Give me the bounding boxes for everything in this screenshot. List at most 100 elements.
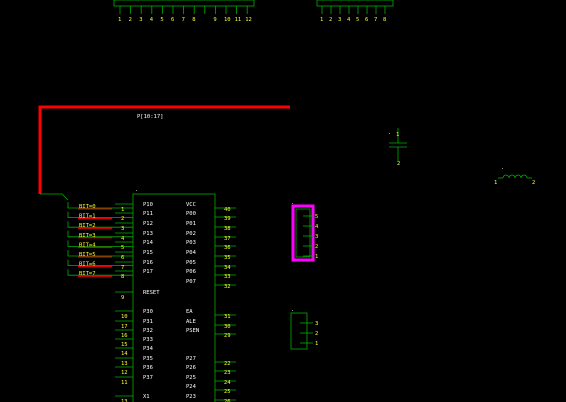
mcu-pin-name: P04 <box>186 250 197 256</box>
mcu-pin1-marker: . <box>135 187 138 193</box>
header3-pin: 3 <box>315 321 318 327</box>
top-left-connector-pin: 6 <box>171 17 174 23</box>
mcu-pin-name: ALE <box>186 319 196 325</box>
mcu-pin-number: 2 <box>121 216 124 222</box>
mcu-pin-name: P07 <box>186 279 196 285</box>
mcu-pin-name: P26 <box>186 365 196 371</box>
bus-entry[interactable] <box>67 211 133 219</box>
mcu-pin-name: P24 <box>186 384 197 390</box>
net-label[interactable]: BIT=0 <box>79 204 96 210</box>
mcu-pin-name: P05 <box>186 260 196 266</box>
svg-text:.: . <box>291 307 294 313</box>
mcu-pin-number: 22 <box>224 361 231 367</box>
mcu-pin-number: 37 <box>224 236 231 242</box>
mcu-pin-number: 9 <box>121 295 124 301</box>
top-left-connector-pin: 12 <box>245 17 252 23</box>
mcu-pin-number: 6 <box>121 255 124 261</box>
net-label[interactable]: BIT=3 <box>79 233 96 239</box>
top-left-connector-pin: 5 <box>160 17 163 23</box>
mcu-8051[interactable]: . P101P112P123P134P145P156P167P178RESET9… <box>115 187 236 402</box>
mcu-pin-name: P30 <box>143 309 153 315</box>
mcu-pin-number: 34 <box>224 265 231 271</box>
mcu-pin-name: PSEN <box>186 328 199 334</box>
mcu-pin-name: P31 <box>143 319 153 325</box>
mcu-pin-name: EA <box>186 309 193 315</box>
inductor-pin-2: 2 <box>532 180 535 186</box>
top-left-connector-pin: 7 <box>182 17 185 23</box>
top-left-connector-pin: 3 <box>139 17 142 23</box>
top-right-connector-pin: 5 <box>356 17 359 23</box>
mcu-pin-name: P37 <box>143 375 153 381</box>
mcu-pin-number: 15 <box>121 342 128 348</box>
bus-entry[interactable] <box>67 221 133 228</box>
net-label[interactable]: BIT=6 <box>79 262 96 268</box>
mcu-pin-name: P17 <box>143 269 153 275</box>
mcu-pin-name: P14 <box>143 240 154 246</box>
net-label[interactable]: BIT=5 <box>79 252 96 258</box>
mcu-pin-number: 33 <box>224 274 231 280</box>
mcu-pin-number: 13 <box>121 399 128 402</box>
mcu-pin-name: P03 <box>186 240 196 246</box>
mcu-pin-number: 25 <box>224 389 231 395</box>
mcu-pin-name: P02 <box>186 231 196 237</box>
bus-entry[interactable] <box>67 259 133 267</box>
bus-entry[interactable] <box>67 240 133 247</box>
mcu-pin-number: 7 <box>121 265 124 271</box>
mcu-pin-name: P16 <box>143 260 153 266</box>
bus-entry[interactable] <box>67 250 133 257</box>
top-right-connector-pin: 4 <box>347 17 351 23</box>
mcu-pin-number: 30 <box>224 324 231 330</box>
bus-label: P[10:17] <box>137 114 164 120</box>
mcu-pin-number: 4 <box>121 236 125 242</box>
capacitor[interactable]: 1 2 . <box>388 128 407 167</box>
mcu-pin-number: 8 <box>121 274 124 280</box>
header5-pin: 4 <box>315 224 319 230</box>
net-label[interactable]: BIT=7 <box>79 271 96 277</box>
bus-entry[interactable] <box>67 202 133 209</box>
mcu-pin-name: P10 <box>143 202 153 208</box>
top-right-connector-pin: 7 <box>374 17 377 23</box>
mcu-body[interactable] <box>132 193 216 402</box>
header3-pin: 2 <box>315 331 318 337</box>
svg-text:.: . <box>388 130 391 136</box>
data-bus[interactable]: P[10:17] <box>38 105 290 194</box>
mcu-pin-number: 35 <box>224 255 231 261</box>
mcu-pin-number: 11 <box>121 380 128 386</box>
mcu-pin-name: P34 <box>143 346 154 352</box>
top-left-connector-pin: 10 <box>224 17 231 23</box>
inductor[interactable]: 1 2 . <box>494 165 535 186</box>
header5-pin: 1 <box>315 254 318 260</box>
mcu-pin-name: P33 <box>143 337 153 343</box>
mcu-pin-name: P13 <box>143 231 153 237</box>
top-left-connector-pin: 1 <box>118 17 121 23</box>
header5-pin: 2 <box>315 244 318 250</box>
net-label[interactable]: BIT=1 <box>79 214 96 220</box>
mcu-pin-name: P06 <box>186 269 196 275</box>
mcu-pin-name: X1 <box>143 394 150 400</box>
header5-pin: 5 <box>315 214 318 220</box>
mcu-pin-name: P11 <box>143 211 153 217</box>
mcu-pin-number: 10 <box>121 314 128 320</box>
net-label[interactable]: BIT=4 <box>79 242 96 248</box>
bus-entry[interactable] <box>67 230 133 238</box>
mcu-pin-number: 31 <box>224 314 231 320</box>
top-right-connector-pin: 6 <box>365 17 368 23</box>
net-label[interactable]: BIT=2 <box>79 223 96 229</box>
bus-entry[interactable] <box>67 269 133 276</box>
mcu-pin-name: P36 <box>143 365 153 371</box>
header-3pin[interactable]: . 321 <box>290 307 318 350</box>
mcu-pin-number: 36 <box>224 245 231 251</box>
mcu-pin-number: 29 <box>224 333 231 339</box>
top-left-connector-pin: 11 <box>235 17 242 23</box>
mcu-pin-number: 1 <box>121 207 124 213</box>
mcu-pin-name: P01 <box>186 221 196 227</box>
mcu-pin-name: P35 <box>143 356 153 362</box>
top-left-connector-pin: 9 <box>213 17 216 23</box>
svg-text:.: . <box>291 200 294 206</box>
